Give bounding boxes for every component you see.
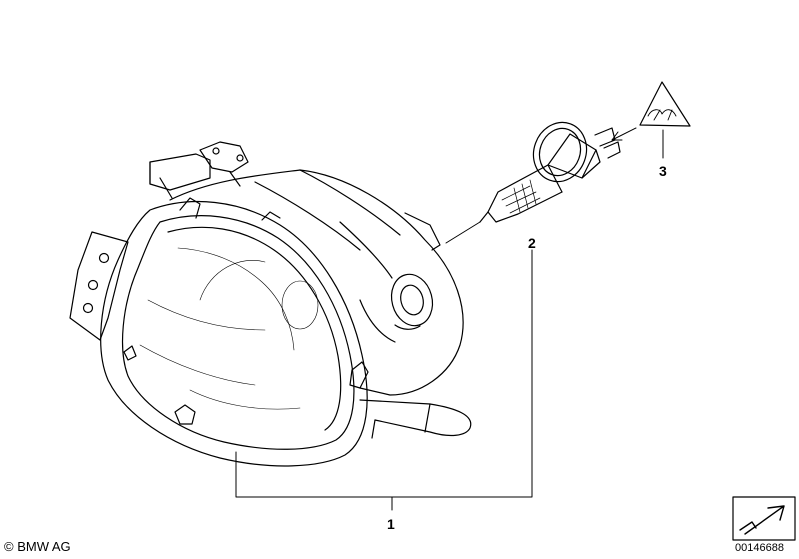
callout-number-3: 3 (659, 163, 667, 179)
callout-number-2: 2 (528, 235, 536, 251)
orientation-arrow-icon (732, 496, 796, 541)
halogen-bulb-h7 (479, 121, 621, 223)
fog-lamp-housing (69, 141, 472, 467)
callout-leader-lines (235, 127, 664, 511)
document-number: 00146688 (735, 542, 784, 554)
callout-number-1: 1 (387, 516, 395, 532)
copyright-text: © BMW AG (4, 539, 71, 554)
warning-label-triangle (639, 81, 691, 127)
